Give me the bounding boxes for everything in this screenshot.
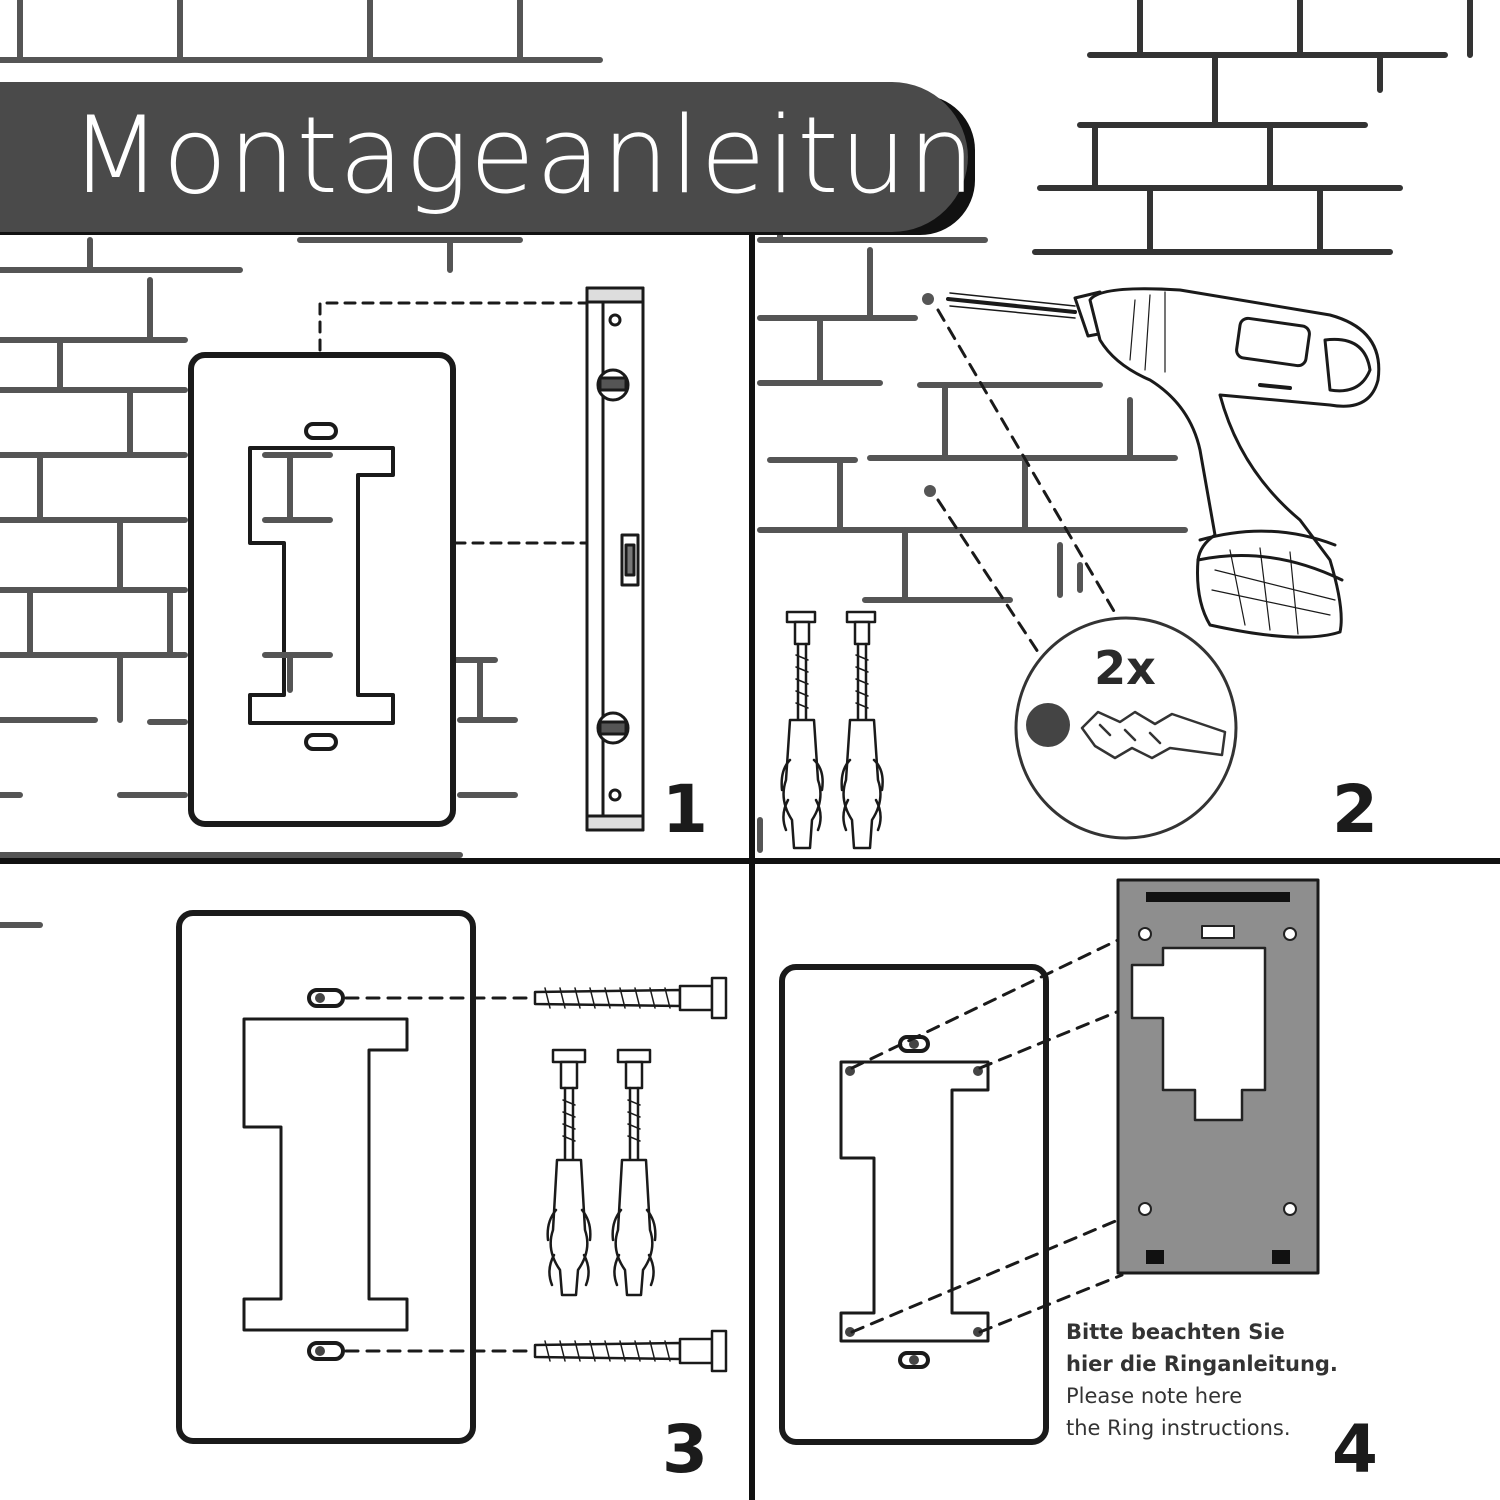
- spirit-level-icon: [585, 286, 645, 832]
- quadrant-dividers: [0, 225, 1500, 1500]
- page-title: Montageanleitung: [70, 94, 1041, 217]
- dowel-guide-line: [936, 498, 1042, 657]
- drill-point-bottom: [924, 485, 936, 497]
- bracket-i-shape: [248, 446, 395, 725]
- level-guide-top: [318, 301, 590, 352]
- step-number-4: 4: [1332, 1411, 1378, 1488]
- drill-guide-line: [936, 308, 1120, 620]
- slot-hole-bottom: [304, 733, 338, 751]
- slot-hole-bottom-4: [898, 1351, 930, 1369]
- brick-wall-top-right: [1032, 0, 1473, 255]
- brick-wall-step2: [757, 229, 1188, 853]
- drill-hole-dot: [1026, 703, 1070, 747]
- step-number-2: 2: [1332, 771, 1378, 848]
- step-number-3: 3: [662, 1411, 708, 1488]
- dowel-count-label: 2x: [1094, 641, 1156, 695]
- bracket-i-shape-4: [839, 1060, 990, 1343]
- ring-instructions-note: Bitte beachten Sie hier die Ringanleitun…: [1066, 1316, 1366, 1444]
- slot-hole-bottom-3: [307, 1341, 345, 1361]
- note-line-de-1: Bitte beachten Sie: [1066, 1320, 1285, 1344]
- ring-mounting-plate: [1116, 878, 1320, 1275]
- mounting-plate-outline-3: [176, 910, 476, 1444]
- mounting-plate-outline-4: [779, 964, 1049, 1445]
- bracket-i-shape-3: [242, 1017, 409, 1332]
- screw-and-dowel-icon-3: [546, 1048, 657, 1297]
- slot-hole-top: [304, 422, 338, 440]
- note-line-de-2: hier die Ringanleitung.: [1066, 1352, 1338, 1376]
- step2-drawing: [780, 287, 1381, 850]
- note-line-en-1: Please note here: [1066, 1384, 1243, 1408]
- step-number-1: 1: [662, 771, 708, 848]
- step3-drawing: [176, 910, 728, 1444]
- brick-wall-top-left: [0, 0, 603, 858]
- note-line-en-2: the Ring instructions.: [1066, 1416, 1291, 1440]
- slot-hole-top-3: [307, 988, 345, 1008]
- drill-point-top: [922, 293, 934, 305]
- wall-dowel-icon: [1080, 710, 1227, 760]
- step1-drawing: [188, 286, 645, 832]
- horizontal-screw-icon: [533, 976, 728, 1373]
- step4-drawing: [779, 878, 1320, 1445]
- screw-and-dowel-icon: [780, 610, 884, 850]
- power-drill-icon: [946, 287, 1381, 639]
- mounting-plate-outline: [188, 352, 456, 827]
- title-bar: [0, 82, 968, 232]
